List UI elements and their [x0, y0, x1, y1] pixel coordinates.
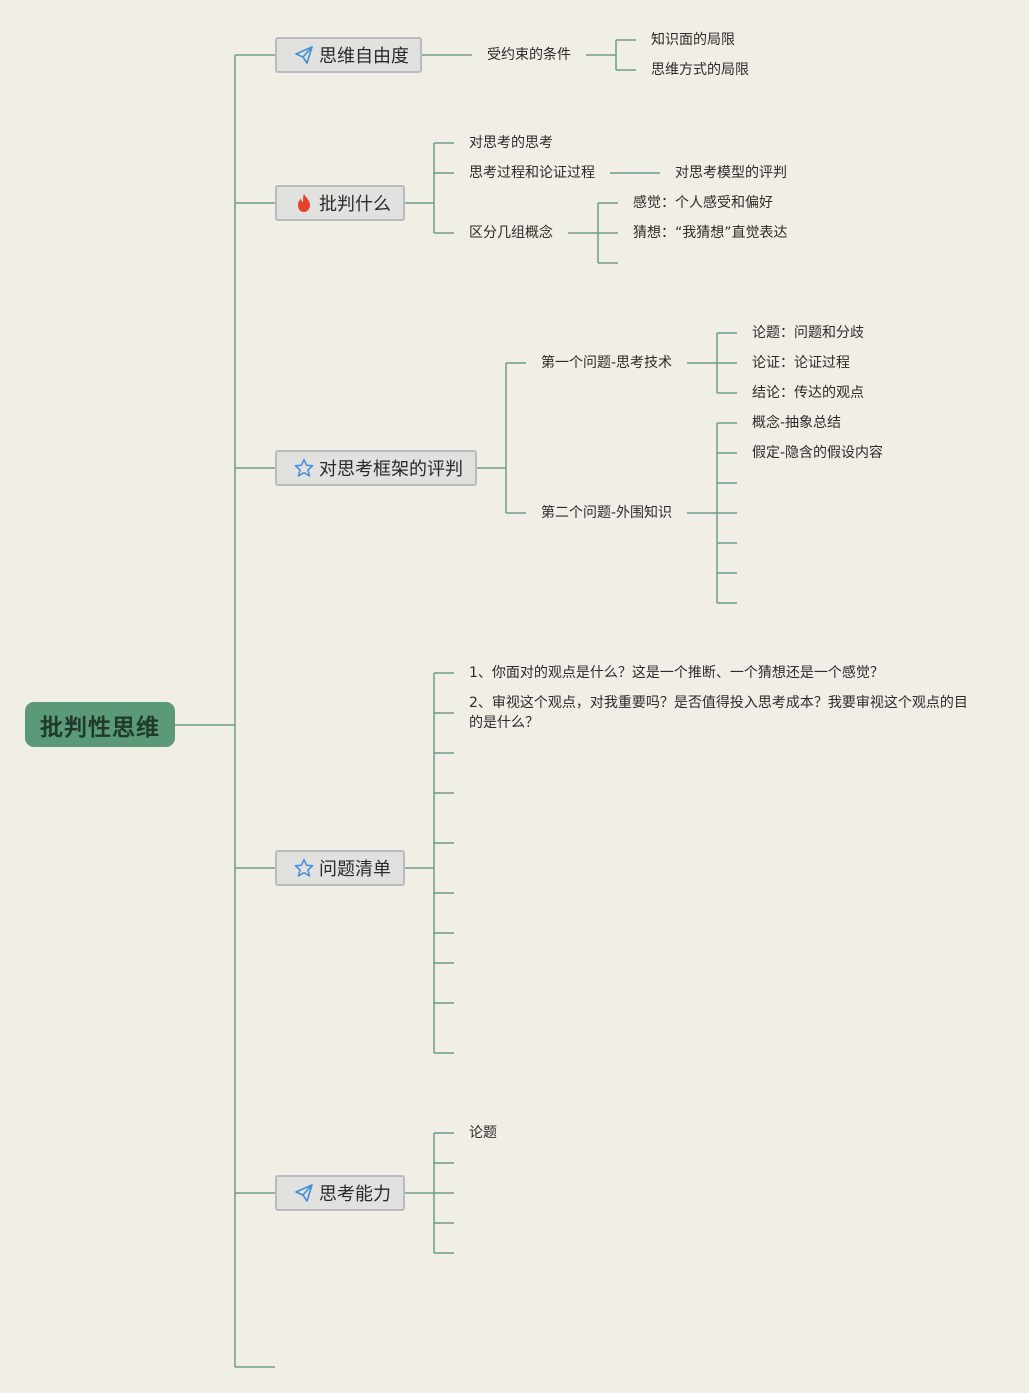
branch-label: 问题清单: [319, 859, 391, 880]
node-ability-topic[interactable]: 论题: [469, 1125, 497, 1141]
node-process[interactable]: 思考过程和论证过程: [469, 165, 595, 181]
node-concepts[interactable]: 区分几组概念: [469, 225, 553, 241]
node-thinking-style-limit[interactable]: 思维方式的局限: [651, 62, 749, 78]
node-guess[interactable]: 猜想：“我猜想”直觉表达: [633, 225, 788, 241]
star-outline-icon: [293, 857, 315, 879]
node-question-two[interactable]: 第二个问题-外围知识: [541, 505, 673, 521]
node-question-one[interactable]: 第一个问题-思考技术: [541, 355, 673, 371]
node-concept-abstract[interactable]: 概念-抽象总结: [752, 415, 842, 431]
star-outline-icon: [293, 457, 315, 479]
node-question-item-2[interactable]: 2、审视这个观点，对我重要吗？是否值得投入思考成本？我要审视这个观点的目的是什么…: [469, 695, 968, 731]
node-topic[interactable]: 论题：问题和分歧: [752, 325, 864, 341]
branch-thinking-freedom[interactable]: 思维自由度: [275, 37, 422, 73]
node-argument[interactable]: 论证：论证过程: [752, 355, 850, 371]
node-feeling[interactable]: 感觉：个人感受和偏好: [633, 195, 773, 211]
branch-what-to-critique[interactable]: 批判什么: [275, 185, 405, 221]
branch-thinking-ability[interactable]: 思考能力: [275, 1175, 405, 1211]
node-assumption[interactable]: 假定-隐含的假设内容: [752, 445, 884, 461]
fire-icon: [293, 192, 315, 214]
paper-plane-icon: [293, 1182, 315, 1204]
node-question-item-1[interactable]: 1、你面对的观点是什么？这是一个推断、一个猜想还是一个感觉？: [469, 665, 884, 681]
node-constraints[interactable]: 受约束的条件: [487, 47, 571, 63]
node-conclusion[interactable]: 结论：传达的观点: [752, 385, 864, 401]
root-node[interactable]: 批判性思维: [25, 702, 175, 747]
node-model-critique[interactable]: 对思考模型的评判: [675, 165, 787, 181]
branch-label: 批判什么: [319, 194, 391, 215]
paper-plane-icon: [293, 44, 315, 66]
node-knowledge-limit[interactable]: 知识面的局限: [651, 32, 735, 48]
branch-label: 对思考框架的评判: [319, 459, 463, 480]
branch-framework-critique[interactable]: 对思考框架的评判: [275, 450, 477, 486]
branch-question-list[interactable]: 问题清单: [275, 850, 405, 886]
branch-label: 思维自由度: [319, 46, 409, 67]
branch-label: 思考能力: [319, 1184, 391, 1205]
node-thinking-about-thinking[interactable]: 对思考的思考: [469, 135, 553, 151]
